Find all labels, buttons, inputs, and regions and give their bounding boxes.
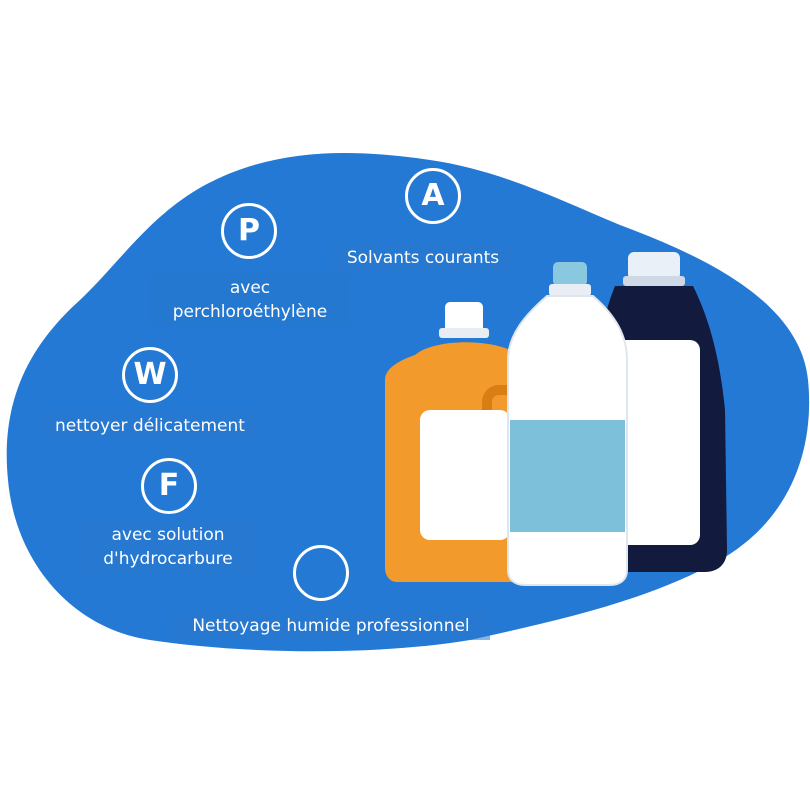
symbol-letter-a: A xyxy=(421,178,445,213)
label-nettoyage-humide: Nettoyage humide professionnel xyxy=(172,612,490,640)
symbol-letter-p: P xyxy=(238,213,260,248)
orange-bottle xyxy=(385,302,534,582)
label-perchloroethylene: avec perchloroéthylène xyxy=(150,274,350,326)
white-bottle xyxy=(507,262,628,586)
empty-circle-icon xyxy=(293,545,349,601)
detergent-bottles-illustration xyxy=(385,252,727,586)
label-solvants-courants: Solvants courants xyxy=(332,244,514,272)
label-hydrocarbure: avec solution d'hydrocarbure xyxy=(78,521,258,573)
symbol-letter-w: W xyxy=(133,357,167,392)
circle-w-icon: W xyxy=(122,347,178,403)
circle-f-icon: F xyxy=(141,458,197,514)
symbol-letter-f: F xyxy=(158,468,180,503)
label-nettoyer-delicatement: nettoyer délicatement xyxy=(42,412,258,440)
circle-a-icon: A xyxy=(405,168,461,224)
circle-p-icon: P xyxy=(221,203,277,259)
navy-bottle xyxy=(597,252,727,572)
